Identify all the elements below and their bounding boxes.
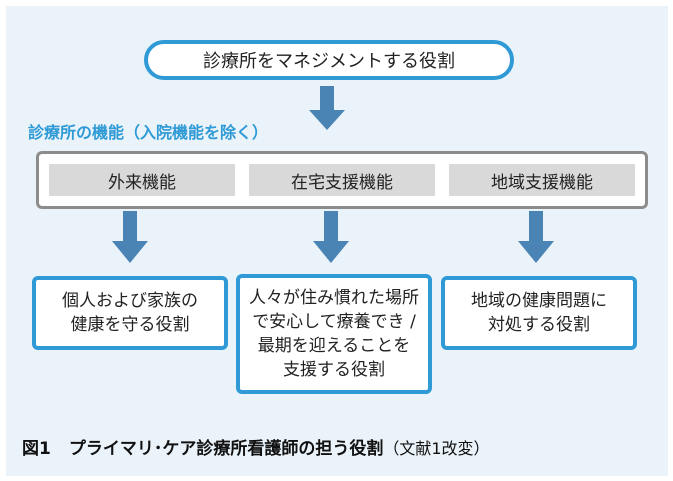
- role-text-line: 健康を守る役割: [70, 315, 190, 335]
- figure-panel: 診療所をマネジメントする役割 診療所の機能（入院機能を除く） 外来機能 在宅支援…: [6, 6, 668, 476]
- function-outpatient-label: 外来機能: [108, 172, 176, 193]
- role-text-line: 個人および家族の: [62, 291, 198, 311]
- role-text-line: 最期を迎えることを: [257, 336, 411, 356]
- figure-title: プライマリ･ケア診療所看護師の担う役割: [68, 439, 384, 459]
- clinic-functions-heading: 診療所の機能（入院機能を除く）: [28, 123, 269, 142]
- function-outpatient: 外来機能: [49, 164, 235, 196]
- clinic-functions-box: 外来機能 在宅支援機能 地域支援機能: [36, 151, 648, 209]
- management-role-label: 診療所をマネジメントする役割: [203, 51, 455, 72]
- function-home-care-support: 在宅支援機能: [249, 164, 435, 196]
- role-community-health-issues: 地域の健康問題に 対処する役割: [441, 276, 637, 350]
- role-text-line: 人々が住み慣れた場所: [249, 288, 419, 308]
- role-text-line: で安心して療養でき /: [252, 312, 416, 332]
- figure-caption: 図1 プライマリ･ケア診療所看護師の担う役割（文献1改変）: [22, 434, 490, 459]
- figure-source: （文献1改変）: [383, 439, 490, 458]
- down-arrow-icon: [112, 211, 148, 263]
- down-arrow-icon: [313, 211, 349, 263]
- figure-number: 図1: [22, 439, 51, 459]
- down-arrow-icon: [309, 86, 345, 130]
- role-text-line: 支援する役割: [283, 360, 385, 380]
- function-community-support-label: 地域支援機能: [491, 172, 593, 193]
- role-text-line: 地域の健康問題に: [471, 291, 607, 311]
- function-home-care-support-label: 在宅支援機能: [291, 172, 393, 193]
- down-arrow-icon: [518, 211, 554, 263]
- role-home-care-end-of-life: 人々が住み慣れた場所 で安心して療養でき / 最期を迎えることを 支援する役割: [236, 274, 432, 394]
- management-role-box: 診療所をマネジメントする役割: [144, 40, 514, 80]
- function-community-support: 地域支援機能: [449, 164, 635, 196]
- role-text-line: 対処する役割: [488, 315, 590, 335]
- role-individual-family-health: 個人および家族の 健康を守る役割: [32, 276, 228, 350]
